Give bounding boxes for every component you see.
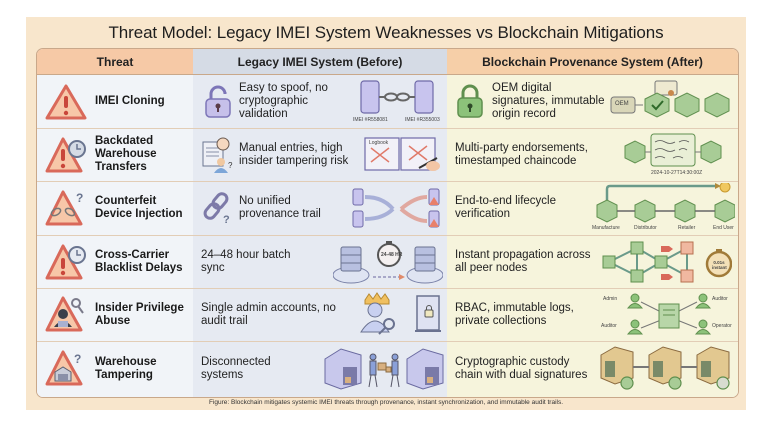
batch-sync-servers-icon [333, 241, 443, 284]
diverging-supply-icon [352, 188, 440, 228]
legacy-cell: ? No unified provenance trail [193, 181, 447, 235]
warning-clock-icon [45, 244, 86, 280]
svg-text:?: ? [223, 214, 230, 225]
legacy-cell: 24–48 hour batch sync 24-48 HR [193, 235, 447, 288]
threat-name: IMEI Cloning [95, 95, 165, 107]
custody-chain-icon [600, 346, 730, 390]
legacy-description: Disconnected systems [201, 356, 271, 381]
blockchain-description: Instant propagation across all peer node… [455, 248, 591, 274]
legacy-cell: ? Manual entries, high insider tampering… [193, 128, 447, 181]
threat-name: Cross-Carrier Blacklist Delays [95, 248, 183, 274]
blockchain-cell: Multi-party endorsements, timestamped ch… [447, 128, 738, 181]
threat-cell: ? Warehouse Tampering [37, 341, 193, 397]
legacy-cell: Easy to spoof, no cryptographic validati… [193, 75, 447, 128]
blockchain-cell: RBAC, immutable logs, private collection… [447, 288, 738, 341]
legacy-description: Single admin accounts, no audit trail [201, 301, 336, 327]
table-row: ? Counterfeit Device Injection ? No unif… [37, 181, 738, 236]
warning-broken-chain-icon: ? [45, 190, 83, 226]
sync-timer-label: 24-48 HR [381, 252, 403, 258]
blockchain-cell: Instant propagation across all peer node… [447, 235, 738, 288]
blockchain-cell: Cryptographic custody chain with dual si… [447, 341, 738, 397]
role-label: Admin [603, 296, 618, 302]
threat-name: Backdated Warehouse Transfers [95, 135, 157, 173]
threat-name: Insider Privilege Abuse [95, 301, 184, 327]
peer-network-icon [602, 241, 732, 283]
logbook-icon [364, 137, 440, 171]
manual-records-icon: ? [202, 137, 233, 173]
threat-cell: IMEI Cloning [37, 75, 193, 128]
warning-clock-icon [45, 137, 86, 173]
blockchain-description: End-to-end lifecycle verification [455, 195, 556, 220]
table-row: IMEI Cloning Easy to spoof, no cryptogra… [37, 75, 738, 129]
cloned-phones-icon [360, 80, 434, 114]
locked-padlock-icon [457, 84, 483, 118]
broken-link-icon: ? [203, 192, 230, 225]
blockchain-description: Multi-party endorsements, timestamped ch… [455, 141, 588, 167]
endorsed-block-icon [624, 133, 722, 167]
threat-cell: Insider Privilege Abuse [37, 288, 193, 341]
legacy-description: 24–48 hour batch sync [201, 248, 291, 274]
table-row: Insider Privilege Abuse Single admin acc… [37, 288, 738, 342]
stage-label: End User [713, 225, 734, 231]
blockchain-cell: OEM digital signatures, immutable origin… [447, 75, 738, 128]
threat-cell: Backdated Warehouse Transfers [37, 128, 193, 181]
threat-cell: Cross-Carrier Blacklist Delays [37, 235, 193, 288]
blockchain-cell: End-to-end lifecycle verification [447, 181, 738, 235]
legacy-cell: Disconnected systems [193, 341, 447, 397]
threat-name: Counterfeit Device Injection [95, 195, 183, 220]
header-threat: Threat [37, 49, 193, 75]
oem-label: OEM [615, 101, 629, 107]
stage-label: Distributor [634, 225, 657, 231]
warning-insider-icon [45, 296, 84, 332]
rbac-roles-icon [626, 293, 712, 335]
imei-label-2: IMEI #R355003 [405, 117, 440, 123]
figure-caption: Figure: Blockchain mitigates systemic IM… [208, 399, 564, 406]
lifecycle-chain-icon [596, 183, 735, 223]
disconnected-warehouses-icon [324, 348, 444, 390]
page-title: Threat Model: Legacy IMEI System Weaknes… [108, 23, 664, 42]
threat-table: Threat Legacy IMEI System (Before) Block… [36, 48, 739, 398]
legacy-description: No unified provenance trail [239, 195, 321, 220]
admin-with-key-icon [360, 292, 395, 335]
threat-cell: ? Counterfeit Device Injection [37, 181, 193, 235]
warning-icon [45, 84, 87, 120]
imei-label-1: IMEI #R558081 [353, 117, 388, 123]
blockchain-description: RBAC, immutable logs, private collection… [455, 301, 574, 327]
svg-text:?: ? [228, 161, 233, 170]
header-legacy: Legacy IMEI System (Before) [193, 49, 447, 75]
role-label: Operator [712, 323, 732, 329]
warning-warehouse-icon: ? [45, 350, 83, 386]
header-blockchain: Blockchain Provenance System (After) [447, 49, 738, 75]
threat-name: Warehouse Tampering [95, 356, 157, 381]
locked-door-icon [415, 295, 441, 332]
svg-text:?: ? [74, 352, 81, 366]
role-label: Auditor [601, 323, 617, 329]
table-row: Backdated Warehouse Transfers ? Manual e… [37, 128, 738, 182]
logbook-label: Logbook [369, 140, 389, 146]
svg-text:?: ? [76, 191, 83, 205]
instant-timer-label: 0.01s instant [712, 260, 727, 270]
timestamp-label: 2024-10-27T14:30:00Z [651, 170, 703, 176]
legacy-description: Easy to spoof, no cryptographic validati… [239, 82, 328, 120]
unlocked-padlock-icon [205, 85, 231, 118]
role-label: Auditor [712, 296, 728, 302]
blockchain-description: Cryptographic custody chain with dual si… [455, 356, 588, 381]
stage-label: Retailer [678, 225, 696, 231]
infographic-panel: Threat Model: Legacy IMEI System Weaknes… [26, 17, 746, 410]
table-row: Cross-Carrier Blacklist Delays 24–48 hou… [37, 235, 738, 289]
table-row: ? Warehouse Tampering Disconnected syste… [37, 341, 738, 397]
blockchain-description: OEM digital signatures, immutable origin… [492, 82, 605, 120]
legacy-description: Manual entries, high insider tampering r… [239, 141, 349, 167]
stage-label: Manufacture [592, 225, 620, 231]
legacy-cell: Single admin accounts, no audit trail [193, 288, 447, 341]
oem-signed-blockchain-icon [610, 80, 730, 118]
